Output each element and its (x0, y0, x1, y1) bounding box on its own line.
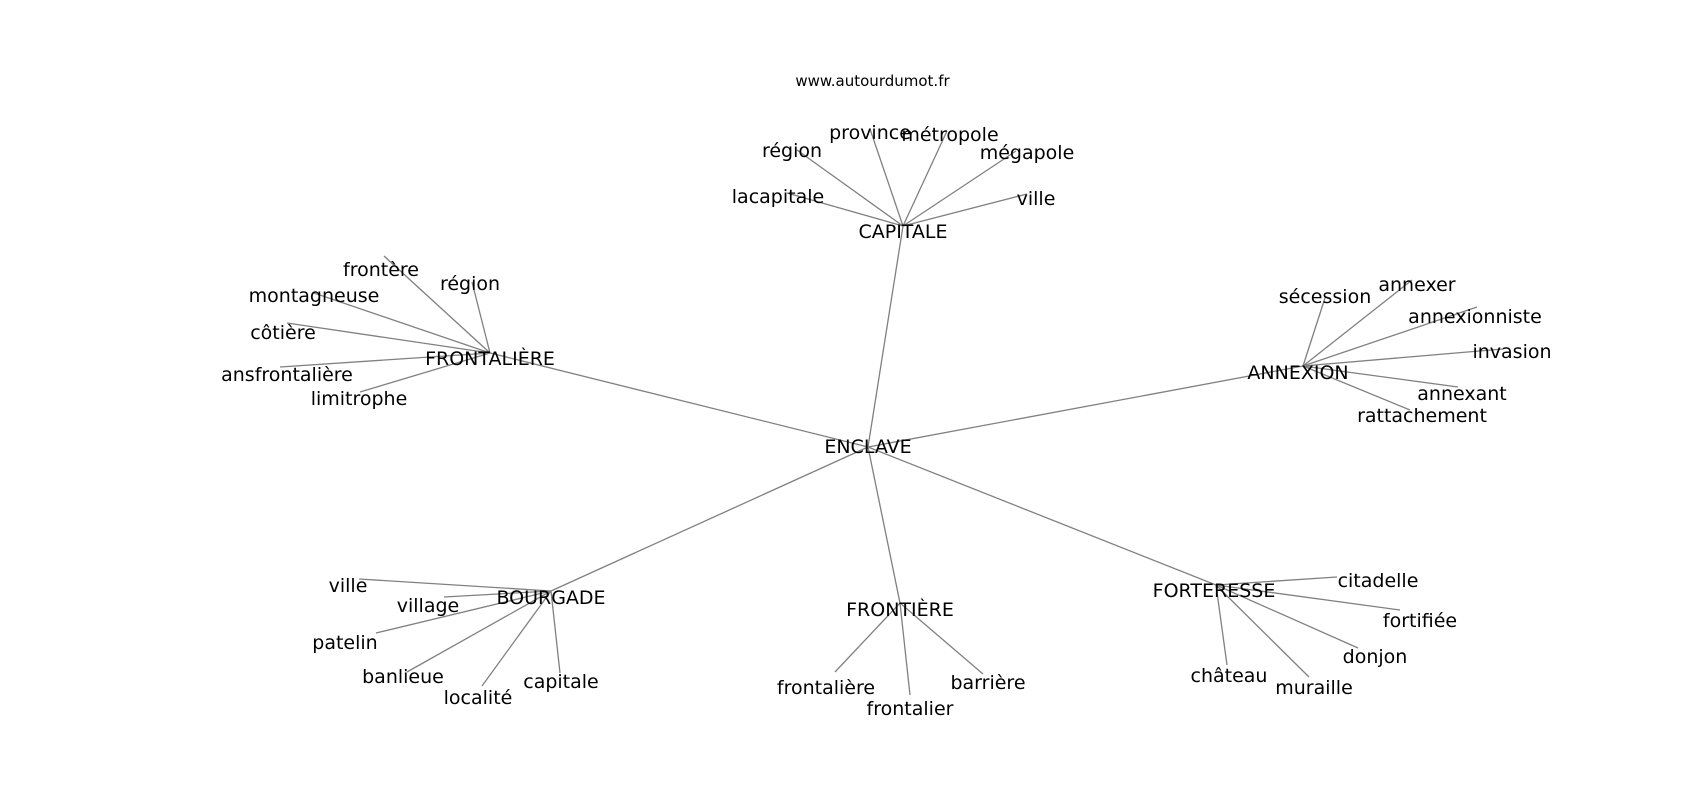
edge-0-3 (902, 130, 948, 227)
edge-3-4 (481, 590, 552, 687)
source-credit: www.autourdumot.fr (795, 72, 950, 90)
edge-4-1 (899, 602, 911, 696)
edge-center-to-4 (867, 446, 901, 604)
leaf-word: frontalière (777, 677, 875, 699)
leaf-word: ville (1017, 188, 1056, 210)
edge-3-0 (358, 578, 552, 592)
edge-2-1 (1302, 279, 1413, 367)
edge-4-2 (899, 602, 984, 675)
edge-1-5 (359, 352, 491, 393)
edge-0-1 (796, 149, 904, 227)
leaf-word: citadelle (1338, 570, 1419, 592)
edge-1-4 (279, 352, 491, 368)
edge-center-to-5 (867, 446, 1217, 586)
edge-5-3 (1215, 584, 1310, 678)
edge-1-2 (313, 292, 491, 354)
edge-3-3 (406, 590, 552, 673)
edge-center-to-0 (867, 225, 904, 448)
edge-1-1 (471, 281, 491, 354)
leaf-word: annexant (1417, 383, 1506, 405)
leaf-word: fortifiée (1383, 610, 1457, 632)
leaf-word: frontère (343, 259, 419, 281)
edge-4-0 (834, 602, 901, 673)
leaf-word: mégapole (980, 142, 1075, 164)
hub-word: FRONTALIÈRE (425, 347, 555, 370)
edge-center-to-1 (489, 352, 869, 448)
edge-1-0 (383, 255, 491, 354)
edge-center-to-3 (550, 446, 869, 592)
edge-3-2 (375, 590, 552, 634)
word-labels: ENCLAVECAPITALElacapitalerégionprovincem… (221, 122, 1551, 720)
hub-word: ANNEXION (1247, 362, 1348, 384)
leaf-word: sécession (1279, 286, 1371, 308)
leaf-word: ansfrontalière (221, 364, 353, 386)
leaf-word: rattachement (1357, 405, 1487, 427)
edge-5-0 (1215, 576, 1338, 586)
edge-5-2 (1215, 584, 1359, 649)
edge-3-5 (550, 590, 561, 674)
edge-2-4 (1302, 365, 1459, 388)
hub-word: FRONTIÈRE (846, 598, 954, 621)
edge-0-0 (786, 192, 904, 227)
leaf-word: limitrophe (311, 388, 408, 410)
leaf-word: lacapitale (732, 186, 824, 208)
edge-3-1 (443, 590, 552, 598)
leaf-word: invasion (1472, 341, 1551, 363)
leaf-word: montagneuse (249, 285, 380, 307)
edge-1-3 (286, 322, 491, 354)
leaf-word: frontalier (867, 698, 954, 720)
edge-0-5 (902, 193, 1028, 227)
edge-2-5 (1302, 365, 1411, 411)
leaf-word: métropole (901, 124, 998, 146)
leaf-word: localité (444, 687, 513, 709)
leaf-word: ville (329, 575, 368, 597)
edge-0-2 (869, 128, 904, 227)
leaf-word: barrière (950, 672, 1025, 694)
edge-2-3 (1302, 348, 1504, 367)
hub-word: CAPITALE (858, 221, 947, 243)
edge-5-1 (1215, 584, 1401, 611)
edges (279, 128, 1504, 696)
leaf-word: annexionniste (1408, 306, 1542, 328)
leaf-word: muraille (1275, 677, 1353, 699)
edge-2-0 (1302, 297, 1326, 367)
leaf-word: patelin (312, 632, 377, 654)
edge-5-4 (1215, 584, 1228, 666)
leaf-word: donjon (1343, 646, 1408, 668)
hub-word: BOURGADE (496, 587, 605, 609)
leaf-word: région (762, 140, 822, 162)
leaf-word: banlieue (362, 666, 444, 688)
leaf-word: annexer (1378, 274, 1455, 296)
leaf-word: capitale (523, 671, 599, 693)
leaf-word: région (440, 273, 500, 295)
leaf-word: village (397, 595, 459, 617)
edge-center-to-2 (867, 365, 1304, 448)
leaf-word: château (1191, 665, 1268, 687)
hub-word: FORTERESSE (1153, 580, 1276, 602)
edge-0-4 (902, 150, 1017, 227)
leaf-word: côtière (250, 322, 316, 344)
center-word: ENCLAVE (824, 436, 911, 458)
leaf-word: province (829, 122, 911, 144)
edge-2-2 (1302, 306, 1478, 367)
